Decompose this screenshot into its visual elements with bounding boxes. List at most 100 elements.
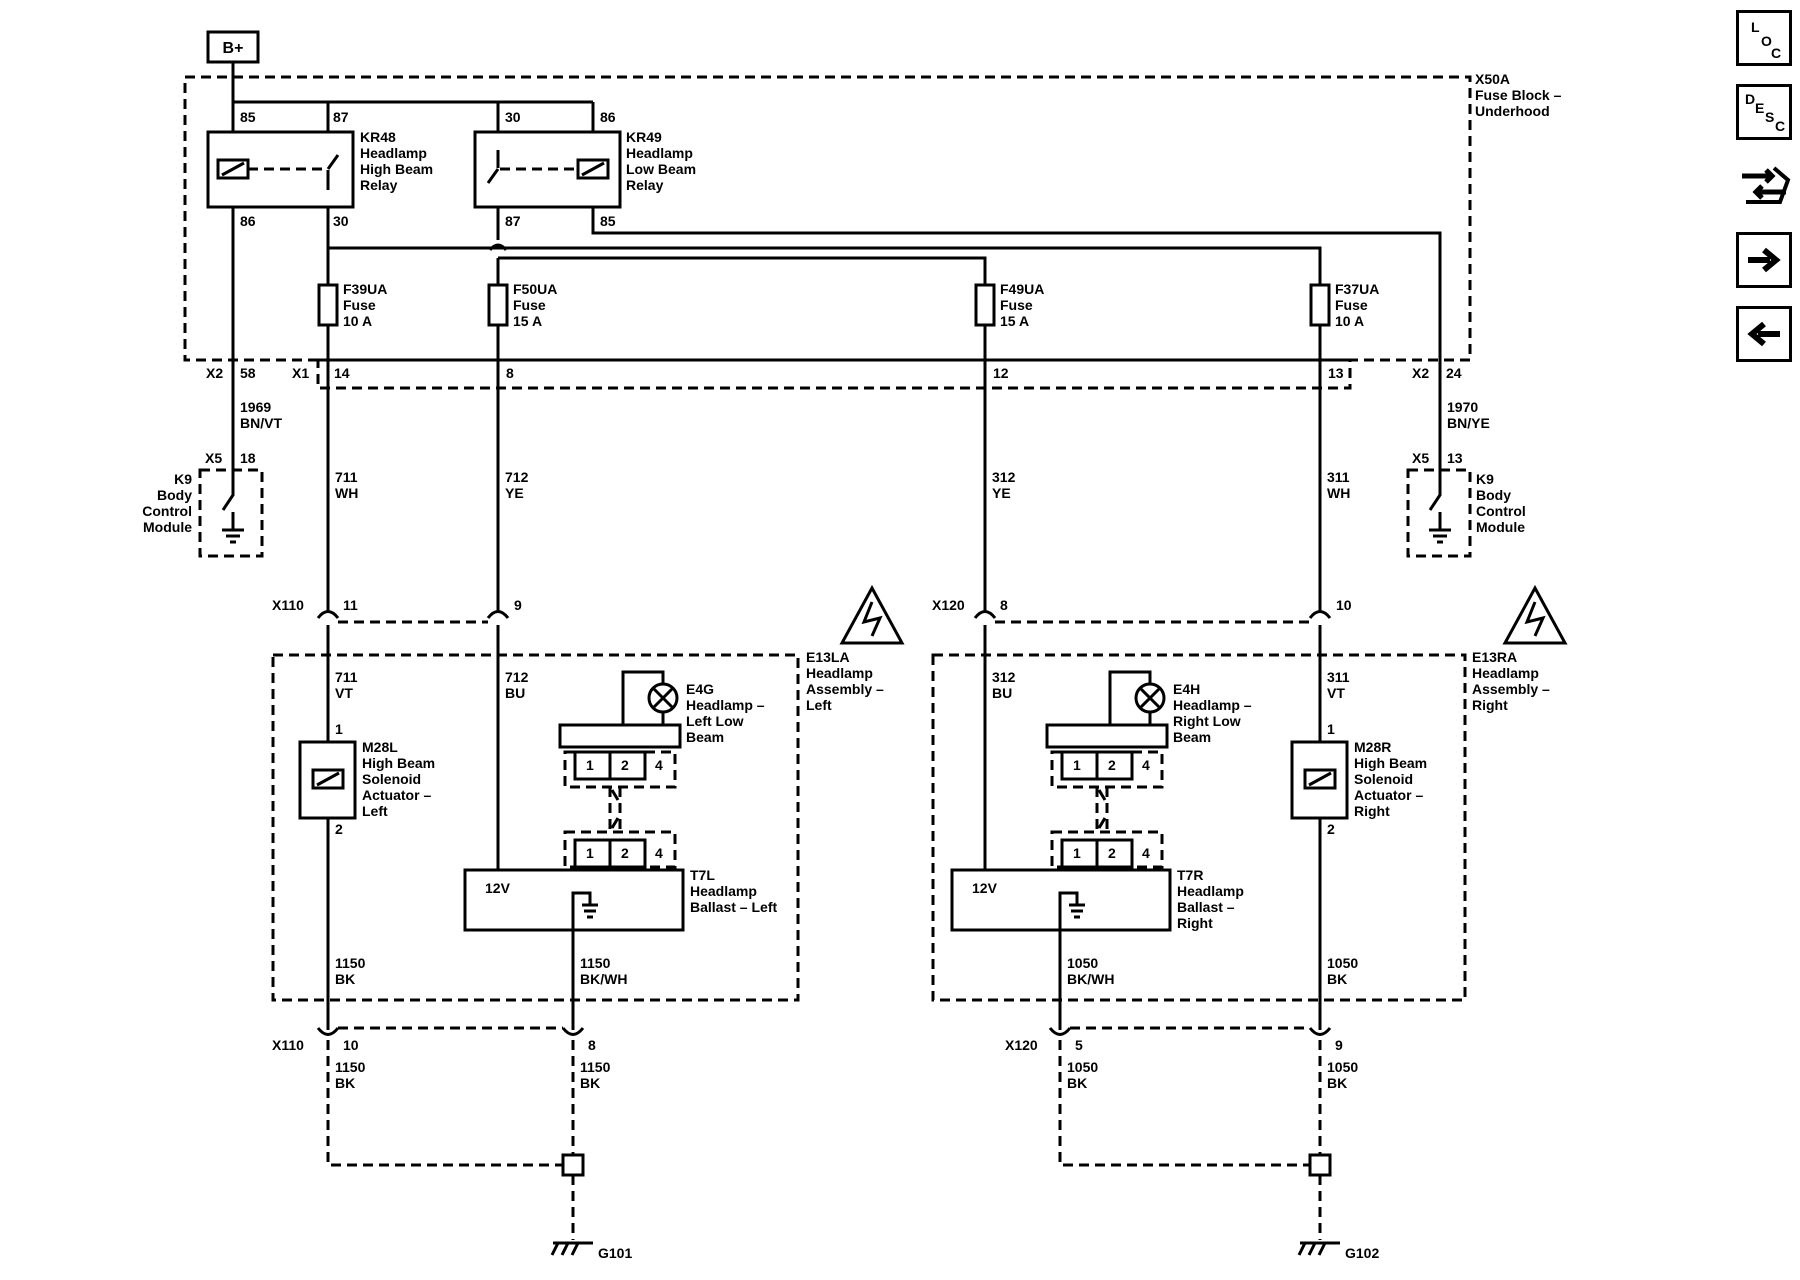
fuse-3-type: Fuse <box>1000 297 1033 313</box>
ballast-left-ground-icon <box>571 891 598 930</box>
sol-left-line3: Actuator – <box>362 787 431 803</box>
lamp-right-line3: Beam <box>1173 729 1211 745</box>
lamp-left-ref: E4G <box>686 681 714 697</box>
connector-end-view-icon <box>1742 166 1791 204</box>
wire-712-num: 712 <box>505 469 529 485</box>
kr48-line3: Relay <box>360 177 398 193</box>
fuse-4-rating: 10 A <box>1335 313 1364 329</box>
ground-right-label: G102 <box>1345 1245 1379 1261</box>
x1-pin-12: 12 <box>993 365 1009 381</box>
wire-1150d-color: BK <box>580 1075 600 1091</box>
assy-right-line3: Right <box>1472 697 1508 713</box>
loc-letter-l: L <box>1751 19 1760 35</box>
wire-1050a-color: BK/WH <box>1067 971 1114 987</box>
lamp-left-group <box>558 670 682 869</box>
fuse-block-title-1: Fuse Block – <box>1475 87 1562 103</box>
previous-page-button[interactable] <box>1736 306 1792 362</box>
bcm-left-ref: K9 <box>174 471 192 487</box>
desc-letter-s: S <box>1765 109 1775 125</box>
fuse-block-ref: X50A <box>1475 71 1510 87</box>
fuse-4-type: Fuse <box>1335 297 1368 313</box>
connector-end-view-button[interactable] <box>1736 158 1792 214</box>
lamp-left-line2: Left Low <box>686 713 744 729</box>
fuse-4-ref: F37UA <box>1335 281 1379 297</box>
bcm-right-line3: Module <box>1476 519 1525 535</box>
ground-g102-icon <box>1297 1241 1340 1256</box>
location-view-button[interactable]: L O C <box>1736 10 1792 66</box>
nav-toolbar: L O C D E S C <box>1736 10 1796 380</box>
wire-712b-num: 712 <box>505 669 529 685</box>
sol-right-ref: M28R <box>1354 739 1391 755</box>
wire-1970-color: BN/YE <box>1447 415 1490 431</box>
assy-right-line2: Assembly – <box>1472 681 1550 697</box>
bcm-left-switch-icon <box>221 470 244 544</box>
next-page-button[interactable] <box>1736 232 1792 288</box>
assy-left-line1: Headlamp <box>806 665 873 681</box>
bcm-right-pin: 13 <box>1447 450 1463 466</box>
x110-top-pin-9: 9 <box>514 597 522 613</box>
wire-711-color: WH <box>335 485 358 501</box>
fuse-3-rating: 15 A <box>1000 313 1029 329</box>
fuse-1-ref: F39UA <box>343 281 387 297</box>
wire-312-color: YE <box>992 485 1011 501</box>
wire-1050c-num: 1050 <box>1067 1059 1098 1075</box>
fuse-block-outline <box>183 75 1472 362</box>
relay-kr48-switch-icon <box>326 154 340 190</box>
ballast-right-ground-icon <box>1058 891 1085 930</box>
fuse-block-wiring <box>231 62 1442 355</box>
wire-1150a-color: BK <box>335 971 355 987</box>
wire-711b-num: 711 <box>335 669 358 685</box>
x110-bottom-pin-8: 8 <box>588 1037 596 1053</box>
kr48-pin30: 30 <box>333 213 349 229</box>
sol-right-line2: Solenoid <box>1354 771 1413 787</box>
description-view-button[interactable]: D E S C <box>1736 84 1792 140</box>
wire-1969-color: BN/VT <box>240 415 282 431</box>
x1-connector-outline <box>316 358 1352 390</box>
sol-left-line4: Left <box>362 803 388 819</box>
kr49-line1: Headlamp <box>626 145 693 161</box>
fuse-1-type: Fuse <box>343 297 376 313</box>
lamp-left-pin1: 1 <box>586 757 594 773</box>
lamp-left-pin4: 4 <box>655 757 663 773</box>
fuse-f50ua-icon <box>487 283 509 327</box>
bcm-right-ref: K9 <box>1476 471 1494 487</box>
wire-311b-color: VT <box>1327 685 1345 701</box>
assy-right-outline <box>931 653 1467 1002</box>
sol-left-line2: Solenoid <box>362 771 421 787</box>
lamp-right-ref: E4H <box>1173 681 1200 697</box>
sol-left-pin2: 2 <box>335 821 343 837</box>
wire-1050d-num: 1050 <box>1327 1059 1358 1075</box>
lamp-left-line3: Beam <box>686 729 724 745</box>
fuse-f49ua-icon <box>974 283 996 327</box>
assy-right-ref: E13RA <box>1472 649 1517 665</box>
x110-bottom-pin-10: 10 <box>343 1037 359 1053</box>
kr49-pin86: 86 <box>600 109 616 125</box>
kr48-pin86: 86 <box>240 213 256 229</box>
desc-letter-c: C <box>1775 118 1786 134</box>
ballast-left-pin1: 1 <box>586 845 594 861</box>
wire-1050a-num: 1050 <box>1067 955 1098 971</box>
wire-1969-num: 1969 <box>240 399 271 415</box>
assy-left-outline <box>271 653 800 1002</box>
splice-right-icon <box>1308 1153 1332 1177</box>
bcm-left-pin: 18 <box>240 450 256 466</box>
ballast-left-line1: Headlamp <box>690 883 757 899</box>
bcm-left-line2: Control <box>142 503 192 519</box>
fuse-block-title-2: Underhood <box>1475 103 1550 119</box>
x2-left-pin: 58 <box>240 365 256 381</box>
ballast-left-pin2: 2 <box>621 845 629 861</box>
bcm-right-switch-icon <box>1428 470 1451 544</box>
x1-pin-14: 14 <box>334 365 350 381</box>
x120-bottom-pin-9: 9 <box>1335 1037 1343 1053</box>
x120-top-pin-10: 10 <box>1336 597 1352 613</box>
x1-pin-13: 13 <box>1328 365 1344 381</box>
x110-top-pin-11: 11 <box>343 597 358 613</box>
bcm-right-outline <box>1406 468 1472 558</box>
x110-x120-top-connectors <box>316 610 1332 624</box>
lamp-right-line2: Right Low <box>1173 713 1241 729</box>
x110-top-label: X110 <box>272 597 304 613</box>
arrow-right-icon <box>1748 247 1781 273</box>
ballast-right-line3: Right <box>1177 915 1213 931</box>
wire-1050d-color: BK <box>1327 1075 1347 1091</box>
fuse-3-ref: F49UA <box>1000 281 1044 297</box>
